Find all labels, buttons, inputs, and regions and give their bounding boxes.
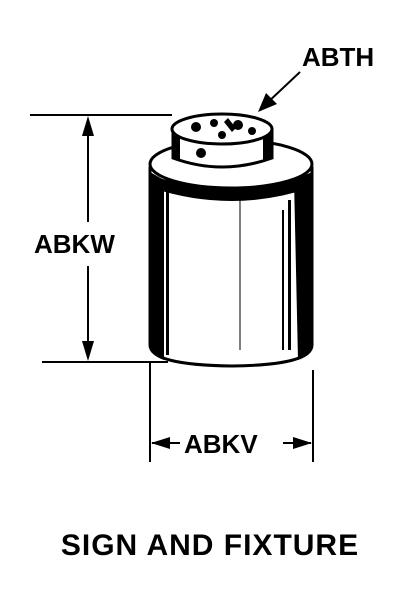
- height-dimension: ABKW: [30, 114, 172, 363]
- top-connector-callout: ABTH: [258, 42, 374, 112]
- diameter-dimension: ABKV: [149, 362, 314, 462]
- height-arrow-bottom: [82, 341, 94, 361]
- connector-top-face: [170, 112, 274, 146]
- top-connector-label: ABTH: [302, 42, 374, 72]
- cylinder-hatch-right: [288, 200, 291, 350]
- cylinder-body: [148, 138, 314, 368]
- connector-pin-hole: [248, 127, 256, 135]
- connector-pin-hole: [210, 119, 218, 127]
- connector-pin-hole: [191, 122, 201, 132]
- top-connector: [170, 112, 274, 169]
- figure-caption: SIGN AND FIXTURE: [61, 529, 359, 562]
- connector-shade-left: [173, 132, 180, 161]
- height-arrow-top: [82, 116, 94, 136]
- connector-side-dot: [196, 148, 206, 158]
- cylinder-hatch-right-2: [282, 210, 284, 350]
- top-connector-arrowhead: [258, 93, 277, 112]
- cylinder-shade-right: [294, 172, 312, 360]
- height-label: ABKW: [34, 229, 115, 259]
- diameter-arrow-left: [151, 437, 170, 449]
- diameter-arrow-right: [293, 437, 312, 449]
- diameter-label: ABKV: [184, 429, 258, 459]
- cylinder-hatch-left: [166, 190, 169, 355]
- connector-key-mark: [224, 118, 236, 132]
- cylinder-shade-left: [150, 172, 164, 360]
- connector-shade-right: [263, 132, 272, 162]
- connector-pin-hole: [218, 131, 226, 139]
